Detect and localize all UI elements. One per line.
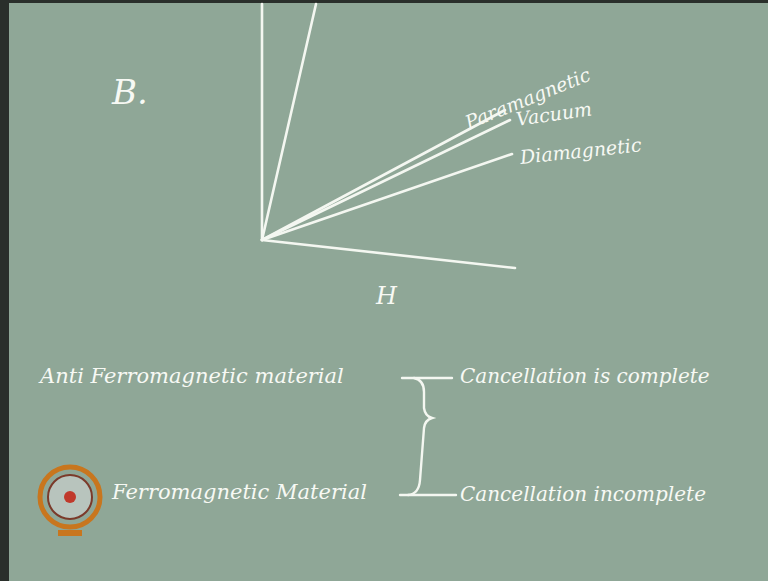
logo-center (64, 491, 76, 503)
axis-label: B. (112, 72, 148, 113)
ferromagnetic-line (262, 4, 316, 240)
bracket (400, 378, 456, 495)
leader-line (402, 377, 452, 379)
board-frame (0, 0, 768, 3)
bh-graph (262, 4, 515, 268)
vacuum-line (262, 120, 510, 240)
axis-label: H (376, 282, 397, 311)
note-label: Cancellation is complete (460, 364, 710, 388)
material-label: Ferromagnetic Material (112, 480, 367, 505)
logo (40, 467, 100, 536)
material-label: Anti Ferromagnetic material (40, 364, 344, 389)
logo-base (58, 530, 82, 536)
diamagnetic-line (262, 154, 512, 240)
b-axis (261, 4, 264, 240)
board-frame (0, 0, 9, 581)
brace (408, 378, 432, 495)
leader-line (400, 494, 456, 496)
curve-label: Diamagnetic (519, 133, 643, 168)
h-axis (262, 240, 515, 268)
note-label: Cancellation incomplete (460, 482, 706, 506)
logo-disc (48, 475, 92, 519)
logo-ring (40, 467, 100, 527)
